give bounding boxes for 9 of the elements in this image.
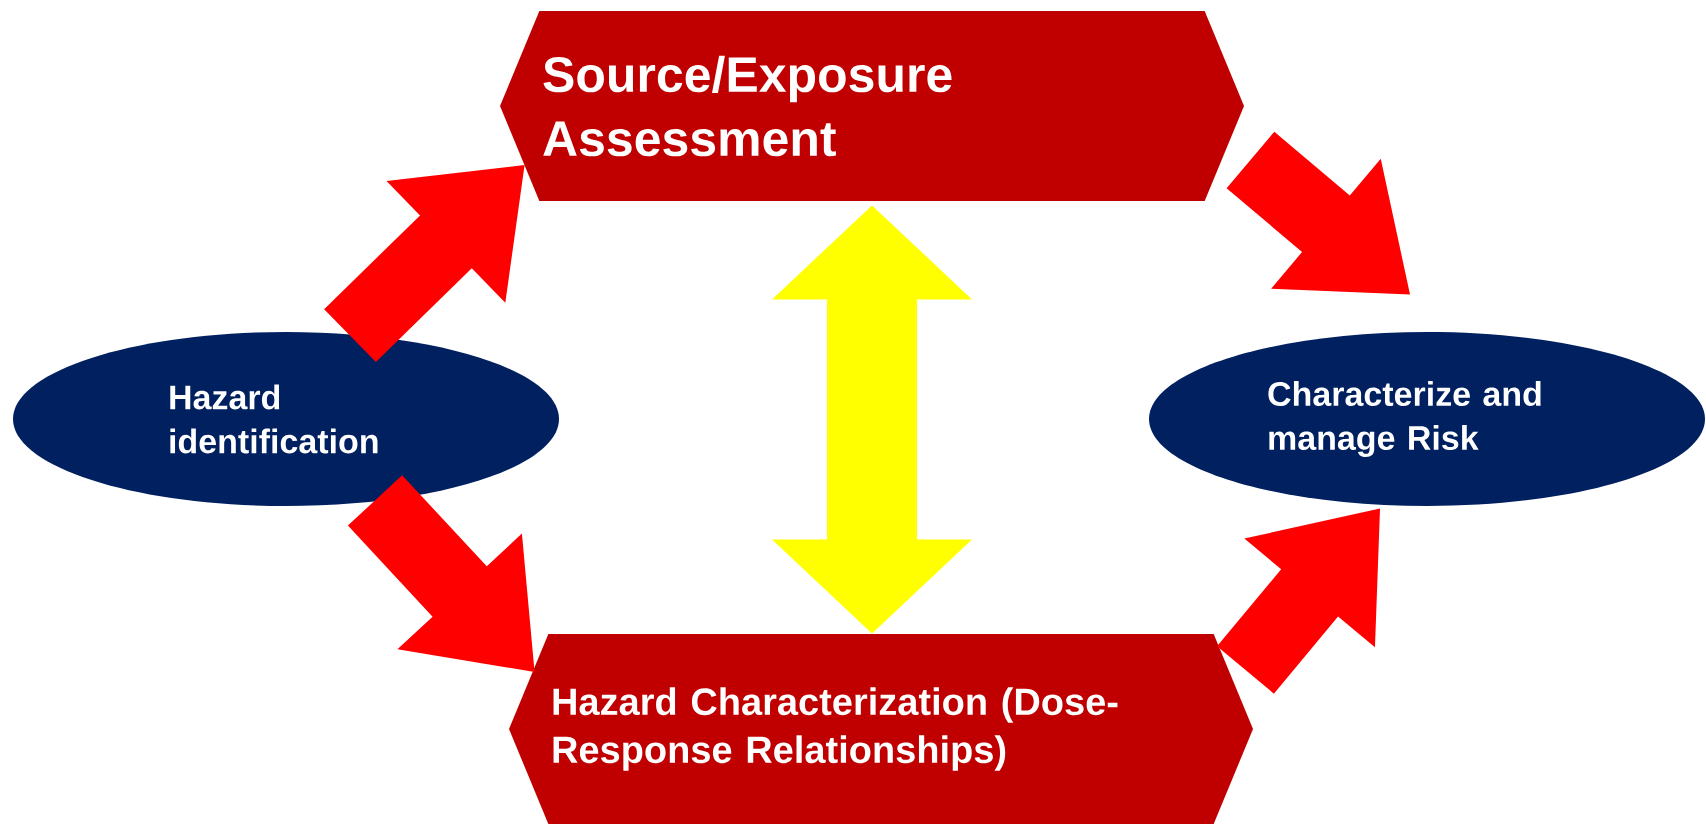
hexagon-box: Source/Exposure Assessment xyxy=(500,11,1244,201)
block-arrow xyxy=(324,165,525,363)
ellipse-node: Characterize and manage Risk xyxy=(1149,332,1705,506)
block-arrow xyxy=(1217,508,1380,694)
ellipse-node: Hazard identification xyxy=(13,332,559,506)
block-arrow xyxy=(772,205,972,634)
block-arrow xyxy=(1226,131,1410,295)
block-arrow xyxy=(347,475,535,672)
hexagon-box: Hazard Characterization (Dose-Response Relationships) xyxy=(509,634,1253,824)
